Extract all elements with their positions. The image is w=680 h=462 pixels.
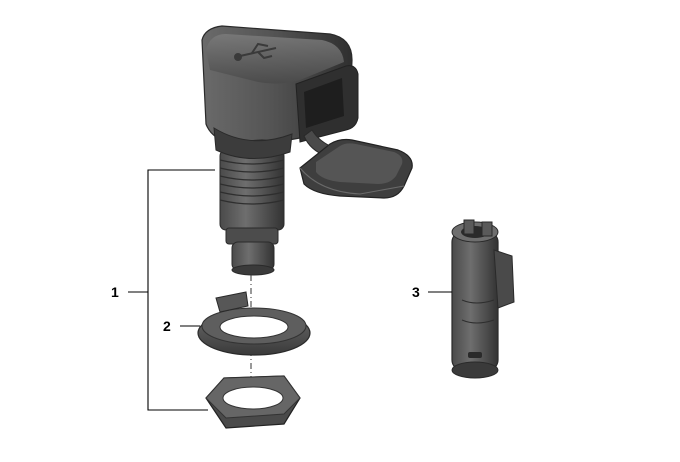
- usb-icon: [234, 42, 277, 61]
- thread-lines: [219, 159, 285, 205]
- hex-nut-part: [205, 375, 301, 429]
- usb-socket-part: [201, 25, 413, 276]
- leader-lines: [128, 169, 452, 411]
- callout-2: 2: [163, 318, 171, 334]
- locking-ring-part: [197, 291, 311, 356]
- connector-housing-part: [451, 219, 515, 379]
- callout-3: 3: [412, 284, 420, 300]
- callout-1: 1: [111, 284, 119, 300]
- protective-cap: [299, 138, 413, 199]
- leader-1: [147, 169, 215, 411]
